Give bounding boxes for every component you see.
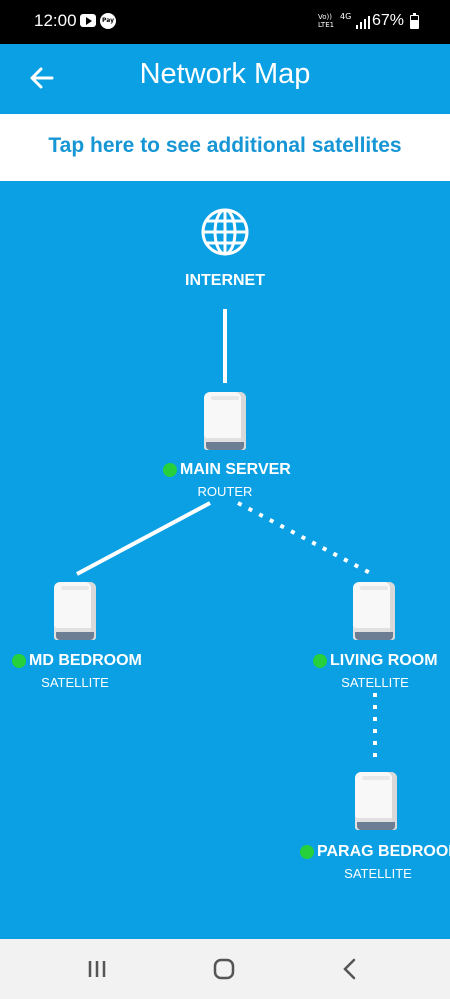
main-server-name[interactable]: MAIN SERVER xyxy=(180,461,291,478)
status-bar: 12:00 Pay Vo)) LTE1 4G 67% xyxy=(0,0,450,44)
app-bar: Network Map xyxy=(0,44,450,114)
parag-bedroom-status-dot xyxy=(300,845,314,859)
main-server-role: ROUTER xyxy=(197,484,253,499)
main-server-status-dot xyxy=(163,463,177,477)
main-server-router-icon[interactable] xyxy=(204,392,246,454)
signal-icon xyxy=(356,15,370,29)
status-time: 12:00 xyxy=(34,11,77,30)
pay-icon: Pay xyxy=(100,13,116,29)
living-room-status-dot xyxy=(313,654,327,668)
additional-satellites-banner[interactable]: Tap here to see additional satellites xyxy=(0,114,450,181)
banner-link-text[interactable]: Tap here to see additional satellites xyxy=(48,134,402,157)
living-room-name[interactable]: LIVING ROOM xyxy=(330,652,438,669)
parag-bedroom-name[interactable]: PARAG BEDROOM xyxy=(317,843,450,860)
md-bedroom-status-dot xyxy=(12,654,26,668)
globe-icon xyxy=(201,208,249,256)
home-icon[interactable] xyxy=(204,955,244,983)
md-bedroom-link xyxy=(76,501,211,576)
network-map: INTERNET MAIN SERVER ROUTER MD BEDROOM S… xyxy=(0,181,450,939)
connection-lines xyxy=(76,309,377,764)
youtube-icon xyxy=(80,14,96,27)
battery-icon xyxy=(410,13,419,29)
md-bedroom-satellite-icon[interactable] xyxy=(54,582,96,644)
recents-icon[interactable] xyxy=(77,955,117,983)
parag-bedroom-satellite-icon[interactable] xyxy=(355,772,397,834)
arrow-left-icon[interactable] xyxy=(22,60,62,96)
md-bedroom-role: SATELLITE xyxy=(41,675,109,690)
page-title: Network Map xyxy=(139,58,311,90)
living-room-role: SATELLITE xyxy=(341,675,409,690)
living-room-link xyxy=(237,501,373,576)
volte-line2: LTE1 xyxy=(318,21,335,29)
battery-percent: 67% xyxy=(372,12,405,29)
volte-line1: Vo)) xyxy=(318,13,332,21)
system-nav-bar xyxy=(0,939,450,999)
md-bedroom-name[interactable]: MD BEDROOM xyxy=(29,652,142,669)
network-type: 4G xyxy=(340,12,352,21)
volte-indicator: Vo)) LTE1 xyxy=(318,13,334,29)
parag-bedroom-role: SATELLITE xyxy=(344,866,412,881)
internet-label: INTERNET xyxy=(185,272,265,289)
back-icon[interactable] xyxy=(330,955,370,983)
living-room-satellite-icon[interactable] xyxy=(353,582,395,644)
